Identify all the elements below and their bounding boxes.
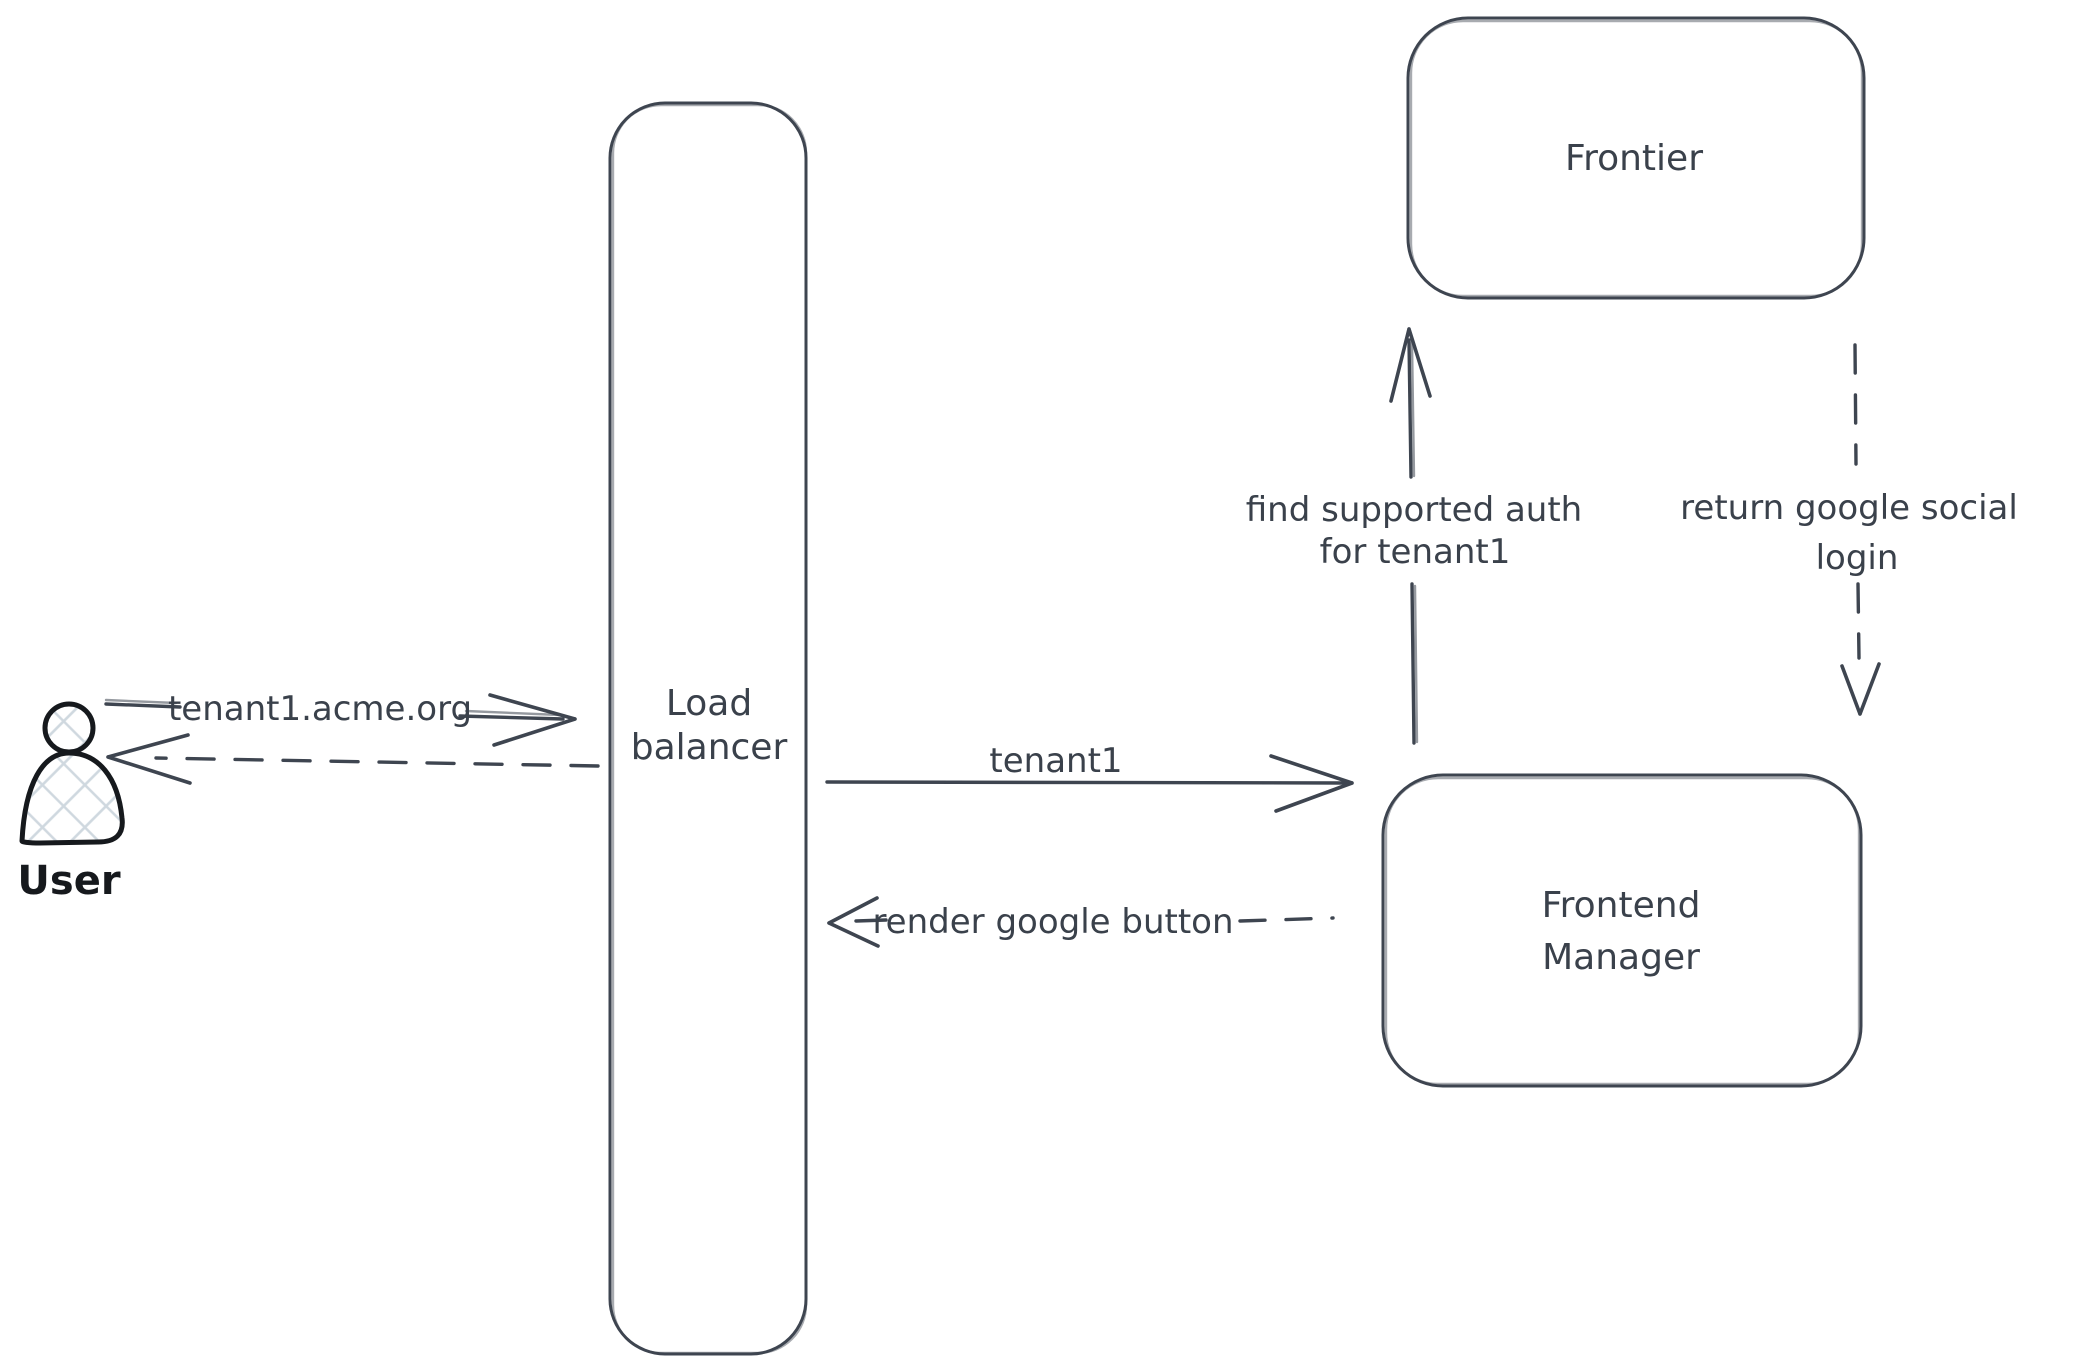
edge-render-google-button-label: render google button [872,902,1233,942]
edge-find-supported-auth-label-line1: find supported auth [1246,490,1582,530]
frontend-manager-box-sketch [1384,776,1861,1086]
edge-lb-forward-label: tenant1 [989,741,1122,781]
edge-render-google-button-dash-start [854,918,888,923]
edge-lb-response-to-user [106,733,600,785]
edge-lb-response-line [154,756,600,768]
edge-find-supported-auth-line-lower-sketch [1413,584,1419,744]
edge-render-google-button: render google button [827,896,1335,948]
edge-return-google-social-arrowhead [1840,662,1881,716]
edge-find-supported-auth-line-upper-sketch [1410,340,1416,478]
edge-return-google-social-label-line2: login [1816,538,1899,578]
edge-user-request-label: tenant1.acme.org [168,689,472,729]
edge-render-google-button-arrowhead [827,896,880,948]
load-balancer-box-sketch [611,103,808,1355]
edge-lb-forward: tenant1 [825,741,1354,813]
frontend-manager-node: Frontend Manager [1381,773,1863,1088]
edge-find-supported-auth-line-lower [1410,582,1416,745]
user-label: User [17,858,120,904]
edge-find-supported-auth-line-upper [1407,338,1413,479]
frontend-manager-label-line1: Frontend [1542,885,1701,926]
edge-user-request-line-end-sketch [464,709,562,717]
edge-user-request-line-start-sketch [104,698,178,705]
edge-user-request-arrowhead [488,693,577,747]
edge-find-supported-auth-arrowhead [1389,327,1432,403]
load-balancer-label-line1: Load [666,683,752,724]
edge-return-google-social-label-line1: return google social [1680,488,2018,528]
load-balancer-box [608,101,808,1356]
user-body-icon [19,750,125,846]
user-actor: User [17,701,125,904]
edge-render-google-button-dash-end [1238,916,1335,923]
edge-lb-forward-arrowhead [1269,754,1354,813]
load-balancer-node: Load balancer [608,101,808,1356]
edge-user-request: tenant1.acme.org [104,689,577,747]
edge-return-google-social: return google social login [1680,343,2018,716]
edge-user-request-line-end [458,714,565,721]
edge-return-google-social-line-lower [1856,582,1861,660]
edge-user-request-line-start [104,702,182,709]
frontier-box [1406,16,1866,300]
edge-find-supported-auth-label-line2: for tenant1 [1320,532,1511,572]
edge-lb-forward-line [825,780,1348,785]
frontier-node: Frontier [1406,16,1866,300]
user-head-icon [42,701,96,755]
edge-return-google-social-line-upper [1853,343,1858,466]
frontier-box-sketch [1409,19,1864,298]
frontend-manager-label-line2: Manager [1542,937,1700,978]
edge-lb-response-arrowhead [106,733,192,785]
edge-find-supported-auth: find supported auth for tenant1 [1246,327,1582,745]
frontend-manager-box [1381,773,1863,1088]
load-balancer-label-line2: balancer [631,727,788,768]
frontier-label: Frontier [1565,138,1703,179]
